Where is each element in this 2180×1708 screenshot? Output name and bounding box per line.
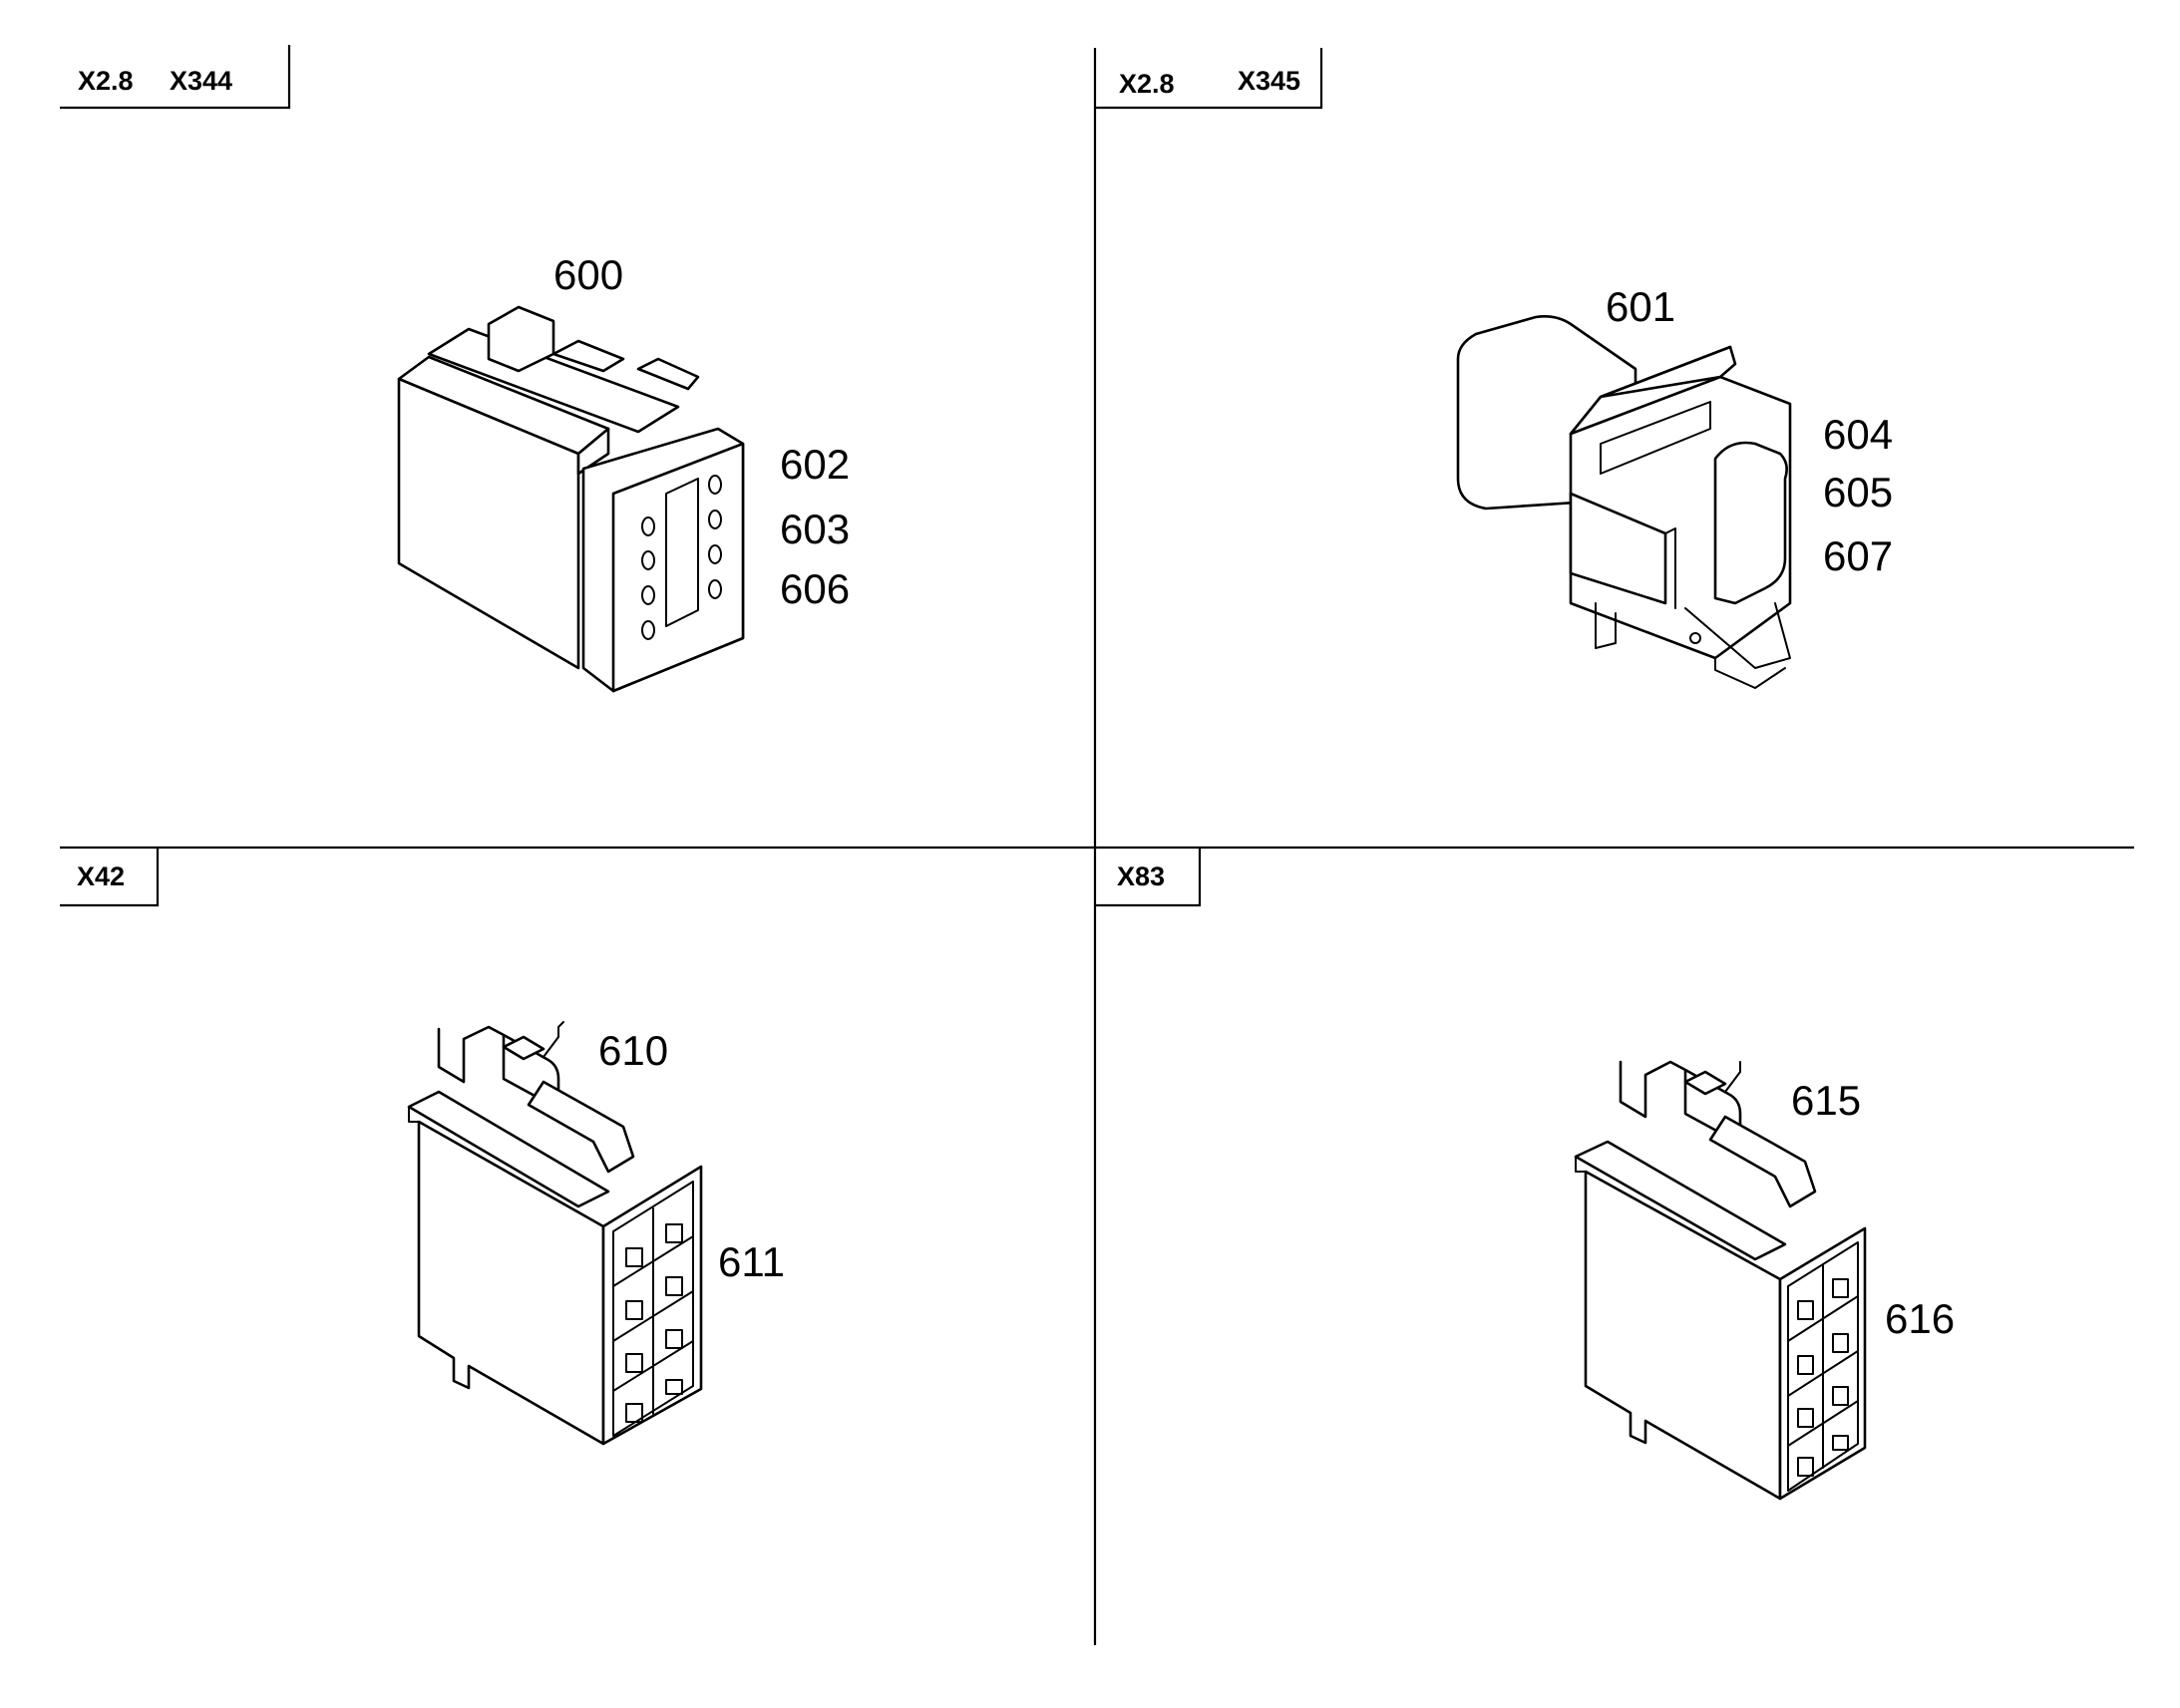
panel-x345: X2.8 X345 601 604 605 607 — [1095, 48, 1893, 689]
callout-610: 610 — [598, 1027, 668, 1074]
panel-x83: X83 615 616 — [1095, 848, 1955, 1501]
callout-607: 607 — [1823, 532, 1893, 579]
panel-tag-secondary: X345 — [1238, 66, 1300, 96]
panel-tag-secondary: X344 — [170, 66, 232, 96]
callout-602: 602 — [780, 441, 850, 488]
callout-611: 611 — [718, 1238, 785, 1285]
connector-housing-615 — [1574, 1060, 1867, 1501]
callout-616: 616 — [1885, 1295, 1955, 1342]
panel-tag-primary: X83 — [1117, 861, 1165, 891]
panel-tag-frame — [1095, 848, 1202, 907]
panel-tag-frame — [1095, 48, 1323, 110]
callout-605: 605 — [1823, 469, 1893, 515]
callout-600: 600 — [553, 251, 623, 298]
connector-housing-610 — [407, 1021, 703, 1446]
connector-housing-600 — [397, 305, 745, 693]
panel-x42: X42 610 611 — [60, 848, 785, 1446]
callout-604: 604 — [1823, 411, 1893, 458]
connector-housing-601 — [1456, 315, 1792, 689]
panel-tag-primary: X2.8 — [1119, 69, 1175, 99]
panel-tag-frame — [60, 45, 291, 110]
panel-tag-primary: X42 — [77, 861, 125, 891]
callout-601: 601 — [1606, 283, 1675, 330]
callout-615: 615 — [1791, 1077, 1861, 1124]
callout-606: 606 — [780, 565, 850, 612]
callout-603: 603 — [780, 506, 850, 552]
panel-x344: X2.8 X344 600 602 603 — [60, 45, 850, 693]
panel-tag-primary: X2.8 — [78, 66, 134, 96]
panel-tag-frame — [60, 848, 160, 907]
